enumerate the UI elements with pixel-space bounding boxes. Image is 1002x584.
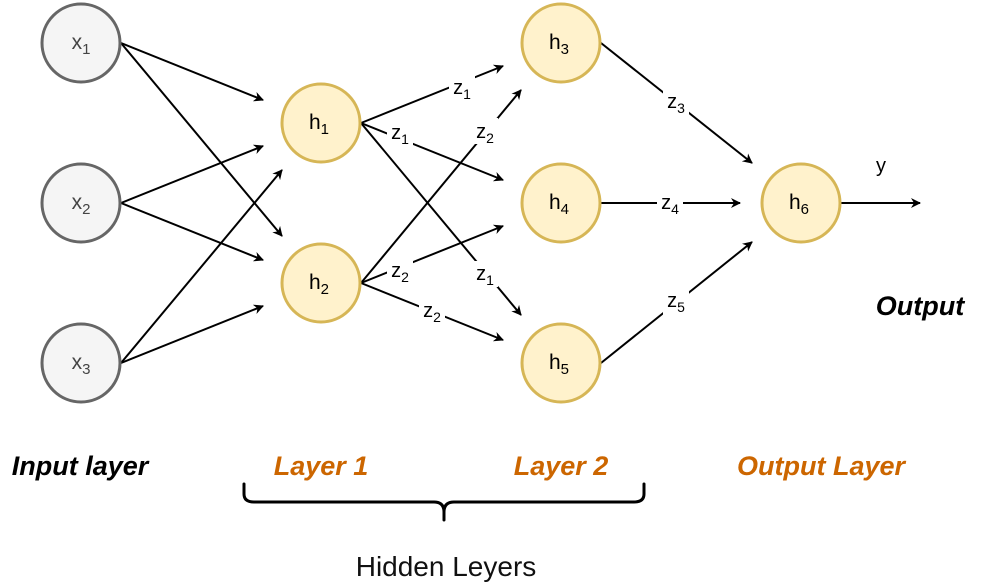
input-layer-nodes: x1 x2 x3 xyxy=(40,2,122,404)
node-h5: h5 xyxy=(520,322,602,404)
svg-text:h2: h2 xyxy=(309,271,329,298)
hidden-layers-brace xyxy=(242,482,646,522)
edge-label-h2-h5: z2 xyxy=(419,298,445,325)
edge-h2-h4 xyxy=(360,224,504,284)
edge-x3-h2 xyxy=(120,304,264,364)
node-h6: h6 xyxy=(760,162,842,244)
svg-text:z1: z1 xyxy=(391,122,409,147)
node-x2: x2 xyxy=(40,162,122,244)
svg-text:x1: x1 xyxy=(72,31,91,58)
output-layer-title: Output Layer xyxy=(737,451,907,481)
svg-text:z4: z4 xyxy=(661,192,679,217)
svg-text:z5: z5 xyxy=(667,290,685,315)
svg-text:z2: z2 xyxy=(423,300,441,325)
svg-text:h4: h4 xyxy=(549,191,569,218)
edge-label-output-y: y xyxy=(876,155,886,177)
edge-h1-h3 xyxy=(360,64,504,124)
edge-label-h4-h6: z4 xyxy=(657,190,683,217)
edge-label-h2-h3: z2 xyxy=(472,118,498,146)
edge-x1-h1 xyxy=(120,42,264,102)
node-h3: h3 xyxy=(520,2,602,84)
svg-text:z3: z3 xyxy=(667,91,685,116)
edge-labels: z1 z1 z2 z2 z1 z2 z3 z4 xyxy=(387,75,886,325)
edge-label-h3-h6: z3 xyxy=(663,90,689,116)
edge-label-h1-h5: z1 xyxy=(472,261,498,288)
edges-input-to-layer1 xyxy=(120,42,283,364)
edge-label-h2-h4: z2 xyxy=(387,259,413,285)
svg-text:h1: h1 xyxy=(309,111,329,138)
svg-text:z2: z2 xyxy=(391,260,409,285)
input-layer-title: Input layer xyxy=(12,451,150,481)
node-h4: h4 xyxy=(520,162,602,244)
node-h1: h1 xyxy=(280,82,362,164)
node-x3: x3 xyxy=(40,322,122,404)
svg-text:h5: h5 xyxy=(549,351,569,378)
svg-text:y: y xyxy=(876,155,886,177)
edge-label-h1-h3: z1 xyxy=(449,75,475,102)
output-title: Output xyxy=(876,291,965,321)
svg-text:x2: x2 xyxy=(72,191,91,218)
edge-x3-h1 xyxy=(120,169,283,364)
layer1-title: Layer 1 xyxy=(274,451,369,481)
edge-x2-h1 xyxy=(120,144,264,204)
edge-label-h5-h6: z5 xyxy=(663,289,689,315)
edge-x1-h2 xyxy=(120,42,283,237)
edge-label-h1-h4: z1 xyxy=(387,120,413,147)
hidden-layers-title: Hidden Leyers xyxy=(356,551,537,582)
node-h2: h2 xyxy=(280,242,362,324)
edge-x2-h2 xyxy=(120,202,264,262)
svg-text:h6: h6 xyxy=(789,191,809,218)
svg-text:h3: h3 xyxy=(549,31,569,58)
svg-text:z1: z1 xyxy=(476,263,494,288)
node-x1: x1 xyxy=(40,2,122,84)
layer2-title: Layer 2 xyxy=(514,451,609,481)
svg-text:x3: x3 xyxy=(72,351,91,378)
svg-text:z1: z1 xyxy=(453,77,471,102)
svg-text:z2: z2 xyxy=(476,121,494,146)
edge-h1-h4 xyxy=(360,122,504,182)
hidden-layer-nodes: h1 h2 h3 h4 h5 h6 xyxy=(280,2,842,404)
